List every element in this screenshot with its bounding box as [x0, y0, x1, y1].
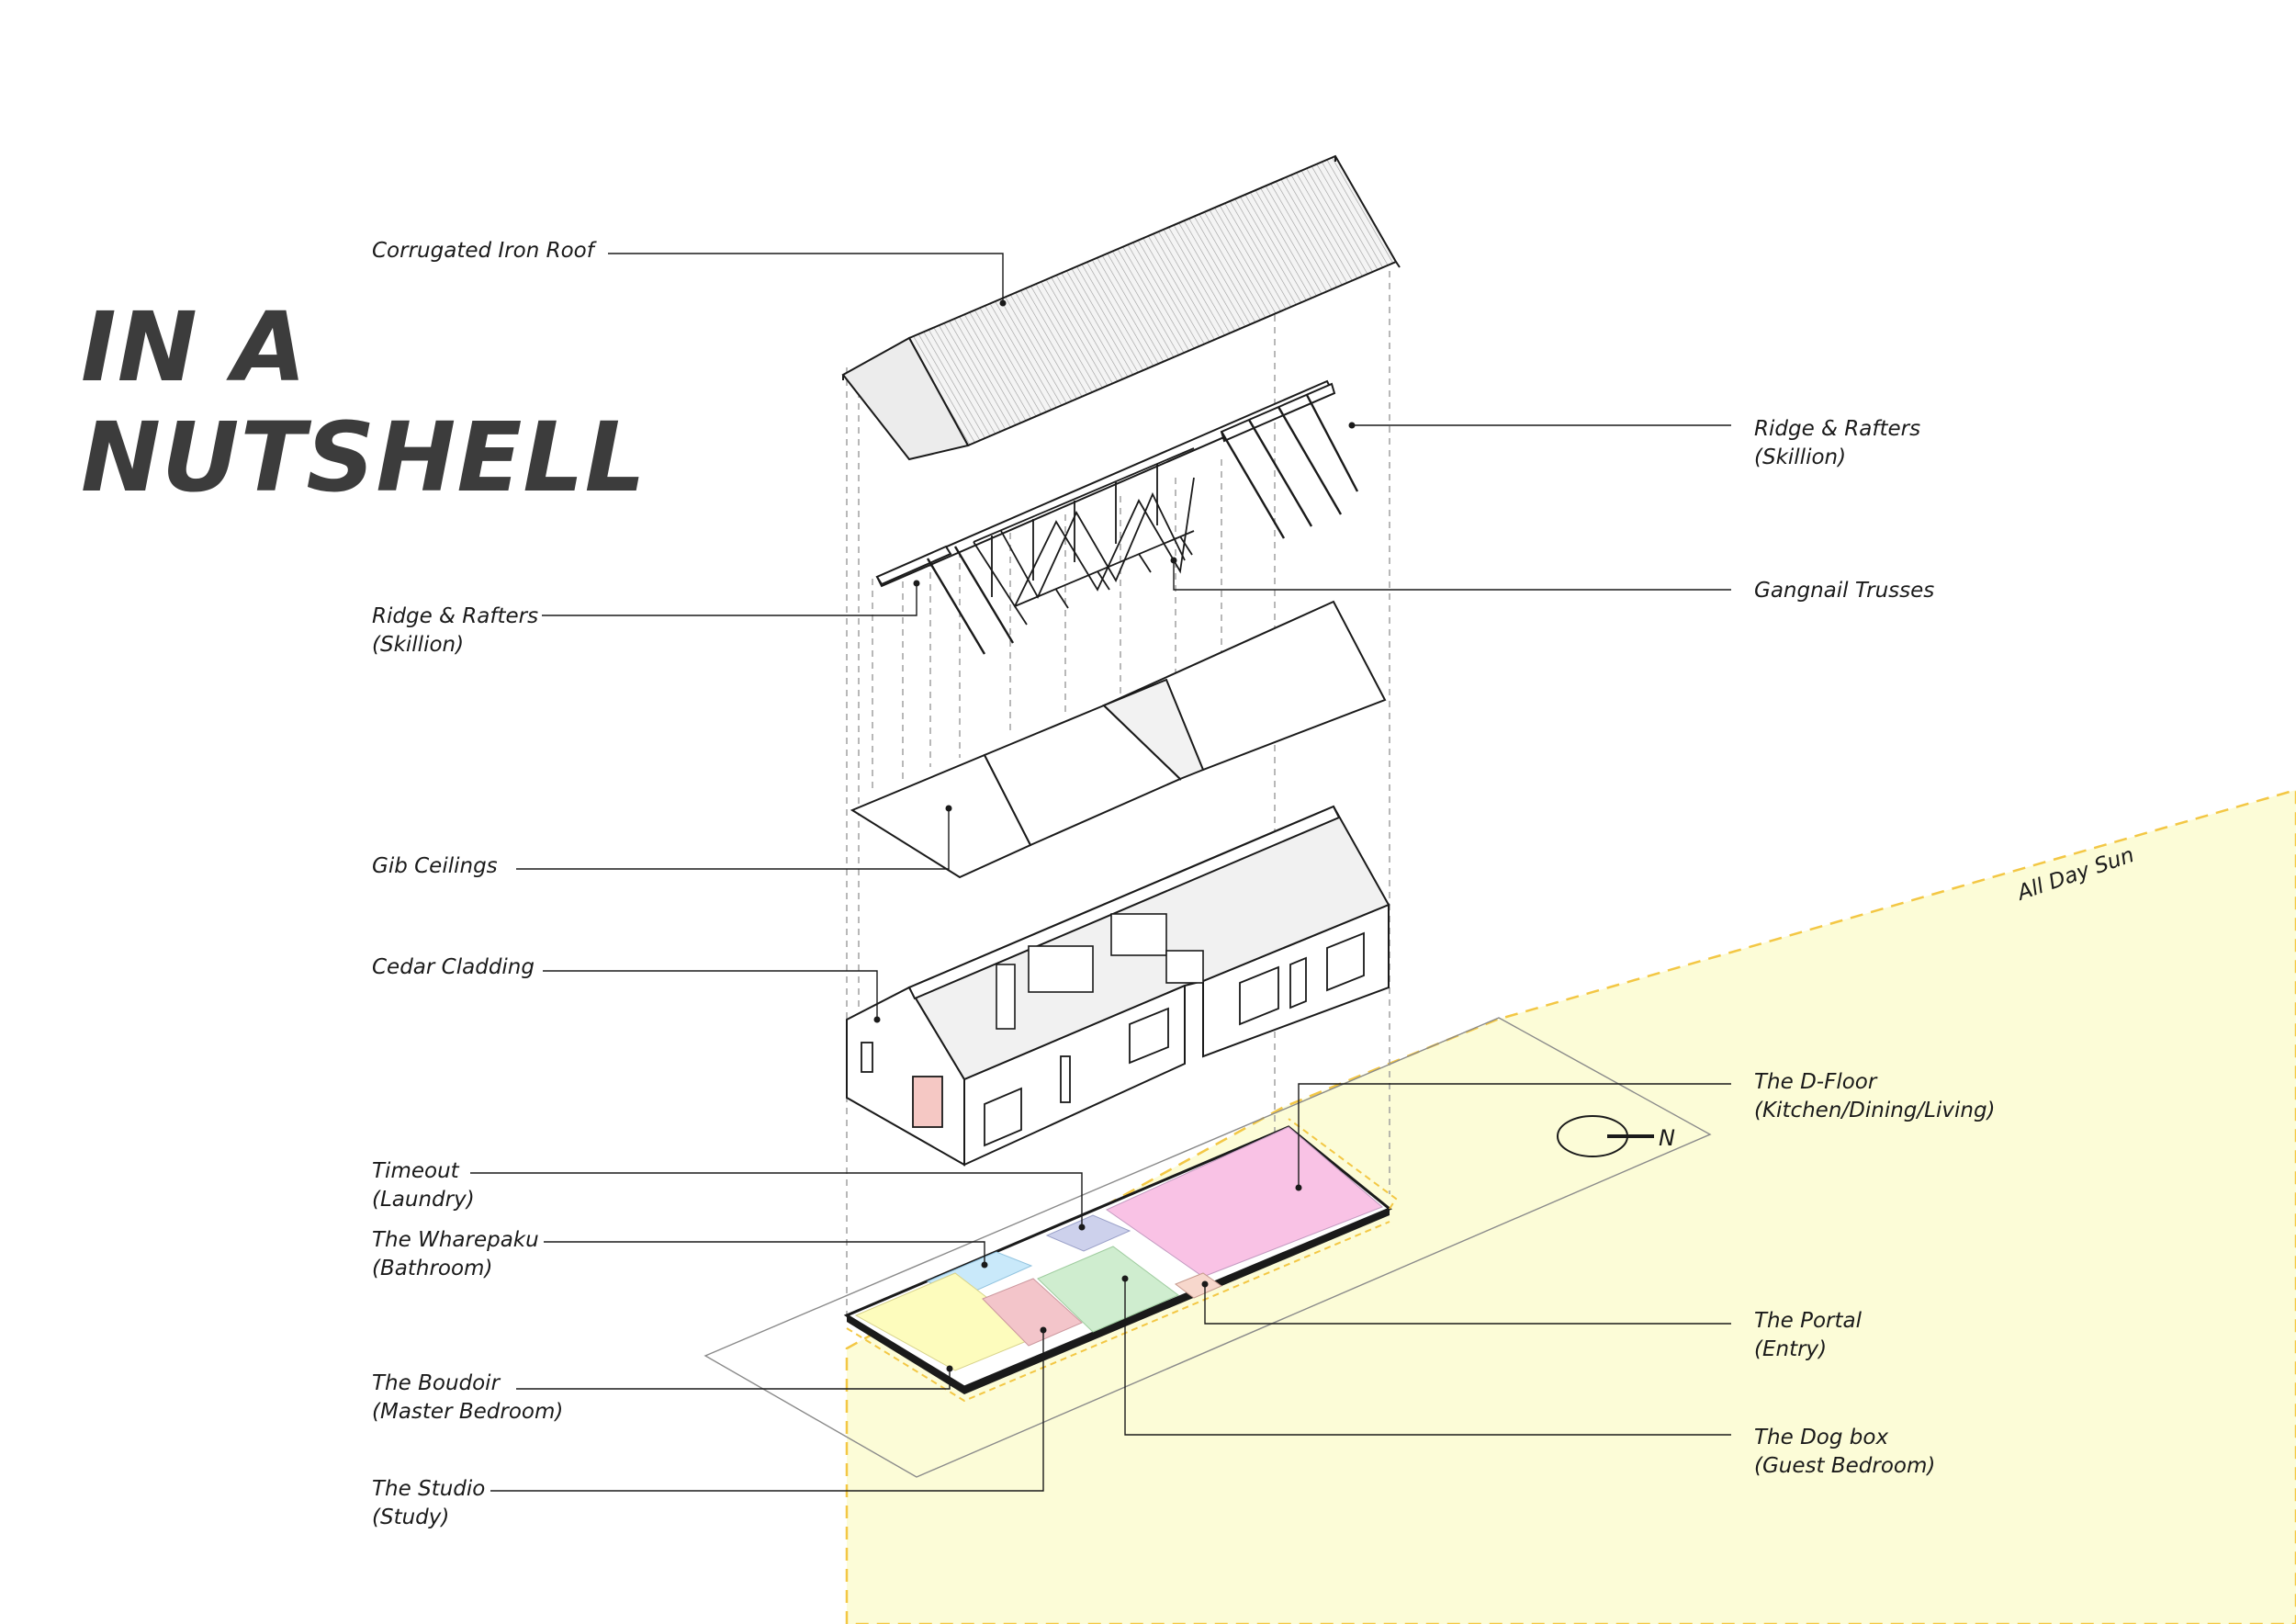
- room-name: The Portal: [1754, 1309, 1862, 1333]
- north-label: N: [1659, 1125, 1675, 1151]
- north-arrow: N: [1557, 1115, 1675, 1157]
- label-gib-ceilings: Gib Ceilings: [372, 852, 498, 881]
- window: [1326, 931, 1365, 992]
- alignment-guides: [846, 259, 1390, 1323]
- room-use: (Laundry): [372, 1188, 475, 1212]
- room-use: (Study): [372, 1506, 450, 1529]
- roof-main-plane: [907, 154, 1398, 447]
- label-gangnail-trusses: Gangnail Trusses: [1754, 577, 1934, 605]
- window: [1239, 965, 1279, 1026]
- room-name: The Dog box: [1754, 1426, 1889, 1449]
- label-timeout: Timeout (Laundry): [372, 1157, 475, 1214]
- gib-ceilings: [850, 600, 1387, 879]
- room-use: (Master Bedroom): [372, 1400, 564, 1424]
- corrugated-iron-roof: [841, 154, 1401, 461]
- leader-dots: [873, 299, 1356, 1372]
- window: [1129, 1007, 1169, 1065]
- room-use: (Bathroom): [372, 1257, 493, 1280]
- label-text: Gib Ceilings: [372, 854, 498, 878]
- skillion-ridge-right: [1220, 382, 1336, 443]
- label-the-dog-box: The Dog box (Guest Bedroom): [1754, 1424, 1935, 1481]
- room-name: Timeout: [372, 1159, 459, 1183]
- room-use: (Guest Bedroom): [1754, 1454, 1936, 1478]
- skillion-ridge-left: [875, 545, 952, 586]
- label-corrugated-iron-roof: Corrugated Iron Roof: [372, 237, 594, 265]
- room-the-d-floor: [1105, 1126, 1383, 1278]
- label-subtext: (Skillion): [372, 633, 465, 657]
- room-the-dog-box: [1037, 1246, 1179, 1333]
- label-text: Cedar Cladding: [372, 955, 535, 979]
- floor-outline-dashed: [1288, 1118, 1398, 1210]
- window: [984, 1087, 1022, 1147]
- label-text: Ridge & Rafters: [372, 604, 539, 628]
- label-the-portal: The Portal (Entry): [1754, 1307, 1862, 1364]
- cedar-cladding: [846, 805, 1390, 1167]
- room-name: The Wharepaku: [372, 1228, 539, 1252]
- leader-lines: [470, 253, 1731, 1492]
- window: [1289, 956, 1307, 1009]
- label-text: Corrugated Iron Roof: [372, 239, 594, 263]
- room-the-studio: [982, 1278, 1083, 1347]
- label-ridge-rafters-left: Ridge & Rafters (Skillion): [372, 603, 538, 660]
- interior-partition: [1165, 950, 1204, 984]
- label-text: Ridge & Rafters: [1754, 417, 1921, 441]
- label-subtext: (Skillion): [1754, 445, 1847, 469]
- room-use: (Kitchen/Dining/Living): [1754, 1099, 1996, 1122]
- interior-partition: [996, 964, 1016, 1030]
- interior-partition: [1028, 945, 1094, 993]
- ridge-and-rafters: [875, 379, 1359, 655]
- window: [1060, 1055, 1071, 1103]
- gangnail-trusses: [973, 447, 1195, 626]
- floor-outline-dashed: [846, 1221, 1390, 1403]
- label-the-wharepaku: The Wharepaku (Bathroom): [372, 1226, 539, 1283]
- label-cedar-cladding: Cedar Cladding: [372, 953, 535, 982]
- room-use: (Entry): [1754, 1337, 1828, 1361]
- site-boundary: [703, 1017, 1712, 1478]
- room-the-portal: [1174, 1272, 1223, 1299]
- title-line-1: IN A: [81, 291, 308, 403]
- room-name: The Boudoir: [372, 1371, 501, 1395]
- room-name: The D-Floor: [1754, 1070, 1877, 1094]
- label-the-d-floor: The D-Floor (Kitchen/Dining/Living): [1754, 1068, 1996, 1125]
- cladding-roof-edge: [907, 805, 1341, 1000]
- label-ridge-rafters-right: Ridge & Rafters (Skillion): [1754, 415, 1920, 472]
- window: [861, 1042, 873, 1073]
- ceiling-right-gable: [1102, 678, 1205, 781]
- room-timeout: [1045, 1214, 1131, 1252]
- cladding-window-accent: [912, 1076, 943, 1128]
- label-text: Gangnail Trusses: [1754, 579, 1935, 603]
- interior-partition: [1110, 913, 1167, 956]
- roof-back-plane: [841, 336, 970, 461]
- floor-plan: [843, 1118, 1398, 1403]
- label-the-boudoir: The Boudoir (Master Bedroom): [372, 1370, 563, 1427]
- room-name: The Studio: [372, 1477, 486, 1501]
- title-line-2: NUTSHELL: [81, 401, 647, 513]
- all-day-sun-zone: [845, 788, 2296, 1624]
- label-the-studio: The Studio (Study): [372, 1475, 485, 1532]
